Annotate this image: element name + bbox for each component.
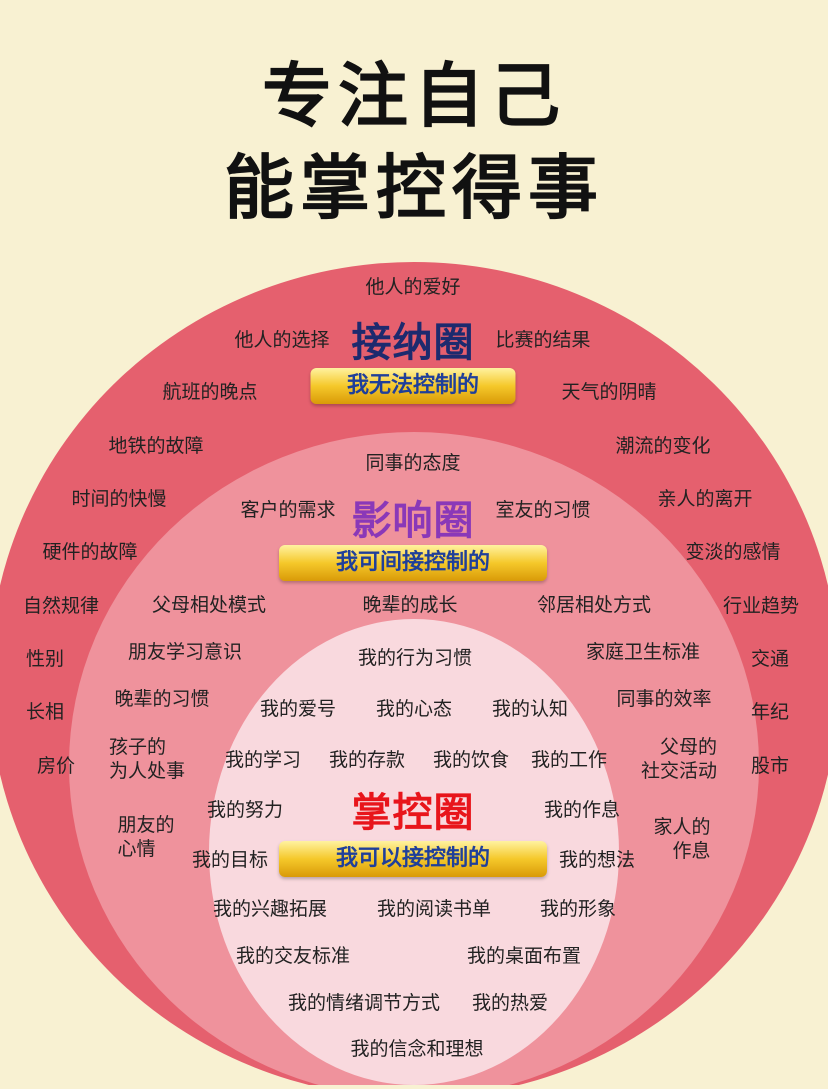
influence-circle-title: 影响圈 <box>351 498 475 544</box>
accept-item: 长相 <box>25 701 65 723</box>
accept-item: 天气的阴晴 <box>561 381 657 403</box>
control-item: 我的作息 <box>543 799 621 821</box>
accept-item: 性别 <box>25 648 65 670</box>
influence-item: 家庭卫生标准 <box>585 641 701 663</box>
accept-item: 比赛的结果 <box>495 329 591 351</box>
influence-item: 家人的 作息 <box>653 816 711 862</box>
accept-item: 他人的爱好 <box>365 276 461 298</box>
accept-item: 亲人的离开 <box>657 488 753 510</box>
accept-item: 房价 <box>36 755 76 777</box>
control-item: 我的存款 <box>328 749 406 771</box>
accept-item: 时间的快慢 <box>71 488 167 510</box>
accept-item: 变淡的感情 <box>685 541 781 563</box>
control-item: 我的学习 <box>224 749 302 771</box>
influence-item: 父母相处模式 <box>151 594 267 616</box>
control-item: 我的兴趣拓展 <box>212 898 328 920</box>
control-item: 我的形象 <box>539 898 617 920</box>
influence-item: 朋友学习意识 <box>127 641 243 663</box>
influence-item: 邻居相处方式 <box>536 594 652 616</box>
title-line-2: 能掌控得事 <box>224 147 604 229</box>
influence-item: 同事的态度 <box>365 452 461 474</box>
accept-badge: 我无法控制的 <box>310 368 516 404</box>
influence-item: 晚辈的成长 <box>362 594 458 616</box>
influence-item: 晚辈的习惯 <box>114 688 210 710</box>
influence-item: 父母的 社交活动 <box>640 736 718 782</box>
control-item: 我的工作 <box>530 749 608 771</box>
control-item: 我的情绪调节方式 <box>287 992 441 1014</box>
control-item: 我的想法 <box>558 849 636 871</box>
accept-item: 航班的晚点 <box>162 381 258 403</box>
control-item: 我的认知 <box>491 698 569 720</box>
accept-item: 自然规律 <box>22 595 100 617</box>
control-badge: 我可以接控制的 <box>279 841 547 877</box>
accept-item: 硬件的故障 <box>42 541 138 563</box>
influence-item: 室友的习惯 <box>495 499 591 521</box>
accept-item: 年纪 <box>750 701 790 723</box>
control-item: 我的交友标准 <box>235 945 351 967</box>
control-item: 我的努力 <box>206 799 284 821</box>
control-item: 我的饮食 <box>432 749 510 771</box>
accept-circle-title: 接纳圈 <box>351 320 475 366</box>
control-item: 我的行为习惯 <box>357 647 473 669</box>
control-item: 我的热爱 <box>471 992 549 1014</box>
accept-item: 他人的选择 <box>234 329 330 351</box>
title-line-1: 专注自己 <box>262 55 566 137</box>
control-item: 我的信念和理想 <box>350 1038 484 1060</box>
control-item: 我的爱号 <box>259 698 337 720</box>
control-item: 我的目标 <box>191 849 269 871</box>
influence-item: 朋友的 心情 <box>117 814 175 860</box>
accept-item: 潮流的变化 <box>615 435 711 457</box>
influence-item: 同事的效率 <box>616 688 712 710</box>
control-item: 我的桌面布置 <box>466 945 582 967</box>
accept-item: 地铁的故障 <box>108 435 204 457</box>
accept-item: 股市 <box>750 755 790 777</box>
control-item: 我的心态 <box>375 698 453 720</box>
accept-item: 行业趋势 <box>722 595 800 617</box>
influence-item: 孩子的 为人处事 <box>108 736 186 782</box>
control-circle-title: 掌控圈 <box>351 790 475 836</box>
influence-item: 客户的需求 <box>240 499 336 521</box>
control-item: 我的阅读书单 <box>376 898 492 920</box>
influence-badge: 我可间接控制的 <box>279 545 547 581</box>
accept-item: 交通 <box>750 648 790 670</box>
